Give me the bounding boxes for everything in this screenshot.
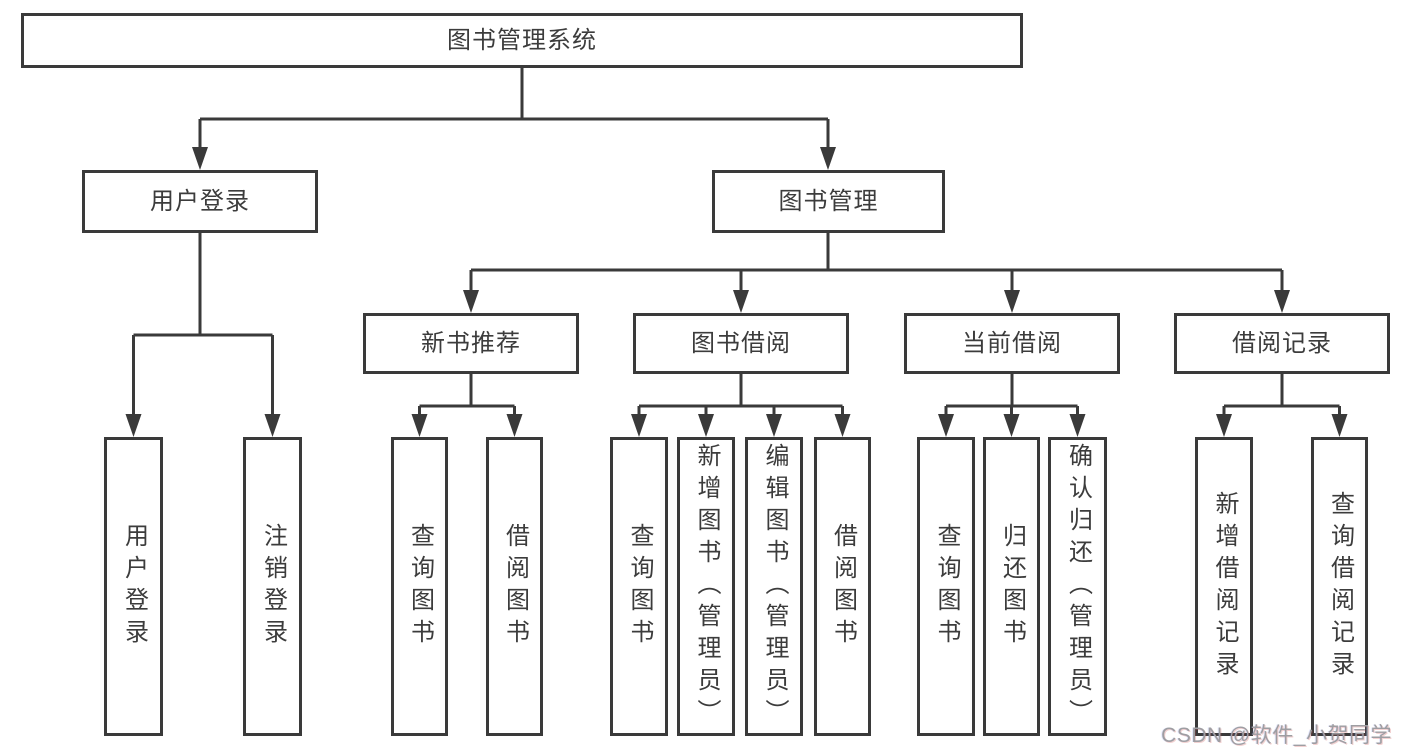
node-leaf-edit-book-admin: 编辑图书（管理员） (745, 437, 803, 736)
node-leaf-confirm-return-admin: 确认归还（管理员） (1048, 437, 1107, 736)
node-leaf-label: 借阅图书 (829, 522, 857, 651)
node-new-book-recommend: 新书推荐 (363, 313, 579, 374)
node-leaf-label: 查询图书 (933, 522, 960, 651)
node-leaf-query-books: 查询图书 (917, 437, 975, 736)
node-leaf-label: 查询图书 (406, 522, 434, 651)
node-leaf-label: 编辑图书（管理员） (761, 442, 788, 731)
node-leaf-add-borrow-record: 新增借阅记录 (1195, 437, 1253, 736)
node-book-borrowing-label: 图书借阅 (691, 329, 791, 357)
node-leaf-label: 查询借阅记录 (1326, 490, 1354, 683)
node-leaf-borrow-books: 借阅图书 (486, 437, 543, 736)
csdn-watermark: CSDN @软件_小贺同学 (1161, 724, 1392, 747)
node-leaf-borrow-books: 借阅图书 (814, 437, 871, 736)
node-leaf-label: 新增图书（管理员） (693, 442, 720, 731)
node-leaf-label: 查询图书 (626, 522, 653, 651)
node-root-label: 图书管理系统 (447, 26, 597, 54)
node-leaf-label: 注销登录 (259, 522, 287, 651)
node-current-borrowing: 当前借阅 (904, 313, 1120, 374)
node-book-management-label: 图书管理 (778, 187, 879, 215)
node-leaf-return-books: 归还图书 (983, 437, 1040, 736)
node-leaf-query-borrow-record: 查询借阅记录 (1311, 437, 1368, 736)
node-user-login: 用户登录 (82, 170, 318, 233)
node-book-management: 图书管理 (712, 170, 945, 233)
node-leaf-label: 确认归还（管理员） (1064, 442, 1092, 731)
node-leaf-label: 用户登录 (120, 522, 148, 651)
node-user-login-label: 用户登录 (150, 187, 250, 215)
node-leaf-logout: 注销登录 (243, 437, 302, 736)
node-leaf-query-books: 查询图书 (610, 437, 668, 736)
node-borrow-records-label: 借阅记录 (1232, 329, 1332, 357)
node-root: 图书管理系统 (21, 13, 1023, 68)
node-borrow-records: 借阅记录 (1174, 313, 1390, 374)
node-leaf-label: 归还图书 (998, 522, 1026, 651)
node-leaf-label: 新增借阅记录 (1211, 490, 1238, 683)
node-leaf-label: 借阅图书 (501, 522, 529, 651)
node-book-borrowing: 图书借阅 (633, 313, 849, 374)
node-new-book-recommend-label: 新书推荐 (421, 329, 521, 357)
node-leaf-user-login: 用户登录 (104, 437, 163, 736)
node-leaf-query-books: 查询图书 (391, 437, 448, 736)
node-leaf-add-book-admin: 新增图书（管理员） (677, 437, 735, 736)
node-current-borrowing-label: 当前借阅 (962, 329, 1062, 357)
